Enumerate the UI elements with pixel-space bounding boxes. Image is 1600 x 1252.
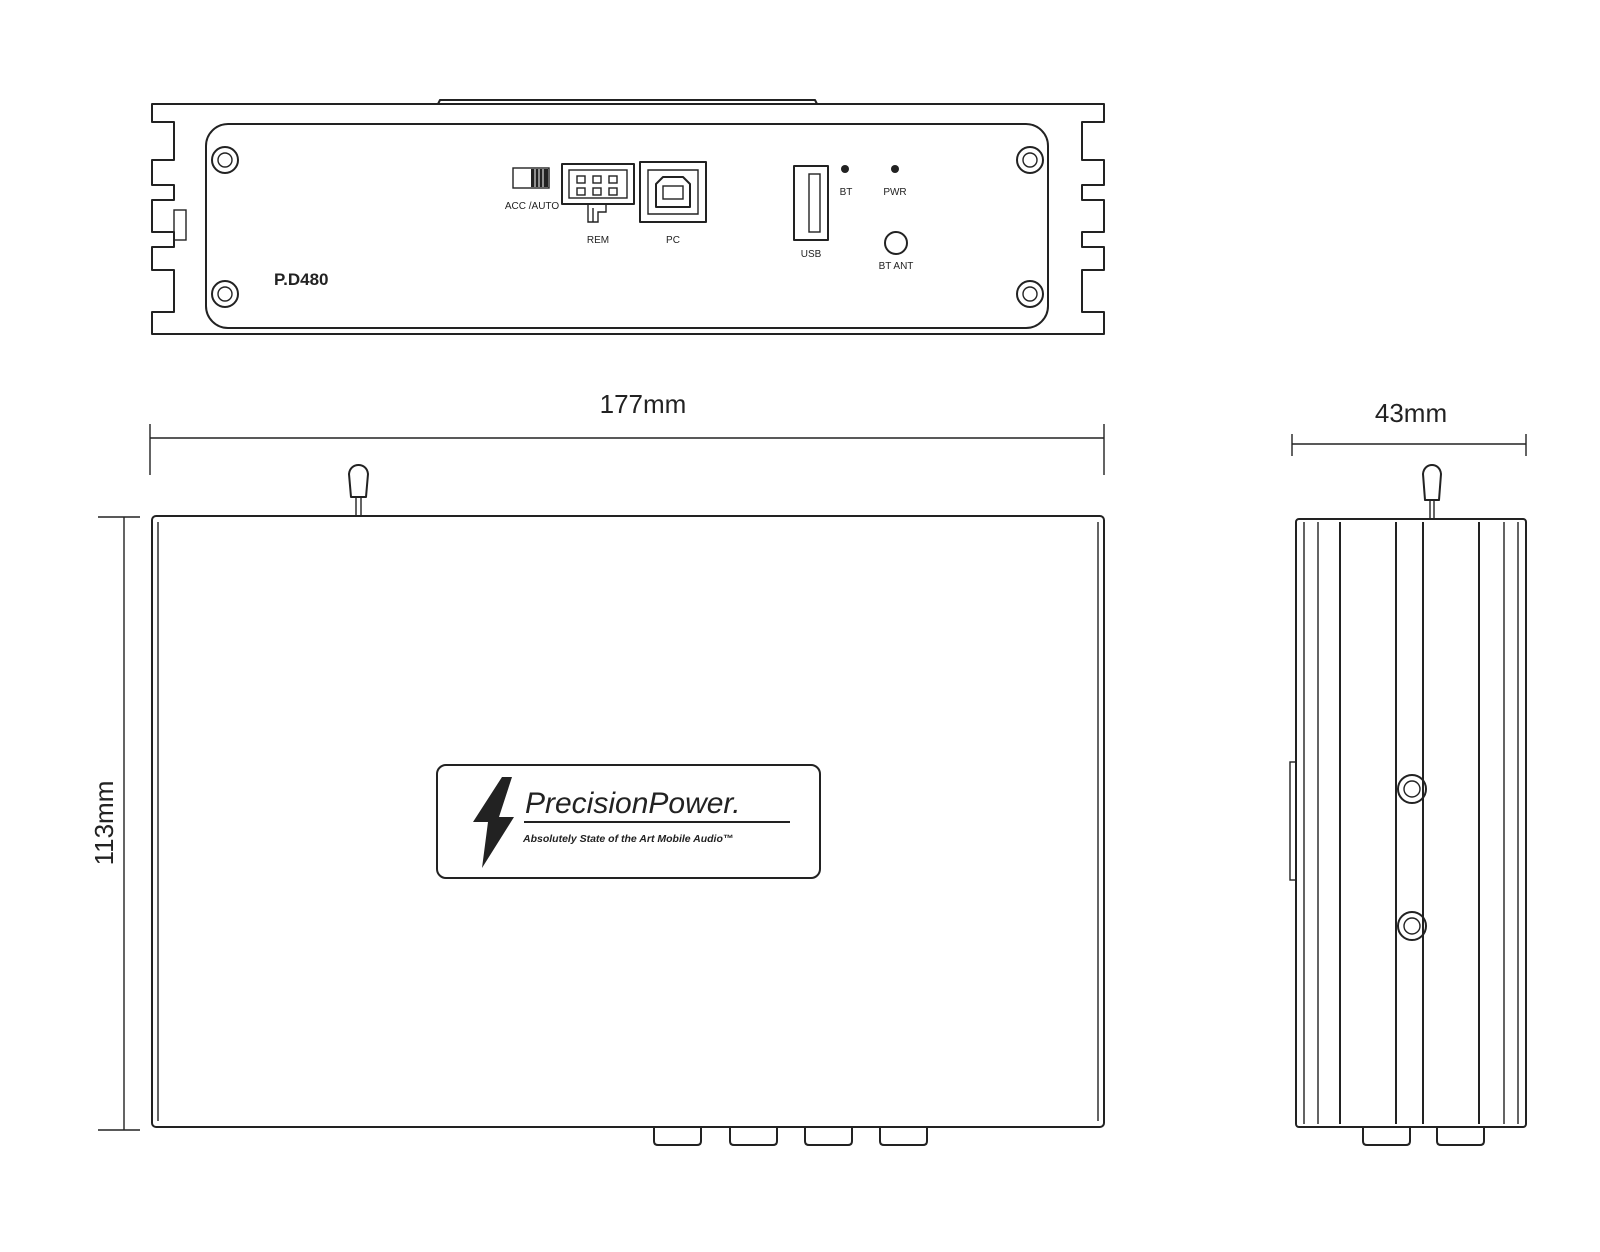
depth-label: 43mm <box>1375 398 1447 428</box>
side-screw-lower <box>1397 911 1427 941</box>
lightning-bolt-icon <box>473 777 514 868</box>
usb-a-port <box>793 165 829 241</box>
depth-dimension: 43mm <box>1291 398 1527 456</box>
side-antenna-icon <box>1422 464 1442 519</box>
height-dimension: 113mm <box>89 516 140 1131</box>
height-label: 113mm <box>89 781 119 866</box>
rem-label: REM <box>587 235 609 246</box>
bottom-connectors <box>653 1127 928 1146</box>
antenna-icon <box>348 464 369 516</box>
rem-connector <box>561 163 635 223</box>
pwr-label: PWR <box>883 187 906 198</box>
width-label: 177mm <box>600 389 687 419</box>
side-screw-upper <box>1397 774 1427 804</box>
side-view <box>1289 464 1527 1146</box>
front-screw-top-left <box>211 146 239 174</box>
pwr-led <box>891 165 899 173</box>
precision-power-logo: PrecisionPower. Absolutely State of the … <box>436 764 821 879</box>
acc-auto-switch <box>512 167 550 189</box>
logo-tagline: Absolutely State of the Art Mobile Audio… <box>522 833 733 845</box>
front-panel-view: ACC /AUTO REM PC USB <box>151 99 1105 335</box>
top-view: PrecisionPower. Absolutely State of the … <box>151 464 1105 1146</box>
front-screw-top-right <box>1016 146 1044 174</box>
bt-led <box>841 165 849 173</box>
bt-ant-label: BT ANT <box>879 261 914 272</box>
bt-antenna-jack <box>884 231 908 255</box>
logo-brand: PrecisionPower. <box>525 787 741 820</box>
front-screw-bottom-left <box>211 280 239 308</box>
width-dimension: 177mm <box>149 389 1105 475</box>
front-screw-bottom-right <box>1016 280 1044 308</box>
usb-label: USB <box>801 249 822 260</box>
model-number: P.D480 <box>274 270 329 289</box>
bt-label: BT <box>840 187 853 198</box>
pc-usb-b-port <box>639 161 707 223</box>
switch-label: ACC /AUTO <box>505 201 559 212</box>
pc-label: PC <box>666 235 680 246</box>
